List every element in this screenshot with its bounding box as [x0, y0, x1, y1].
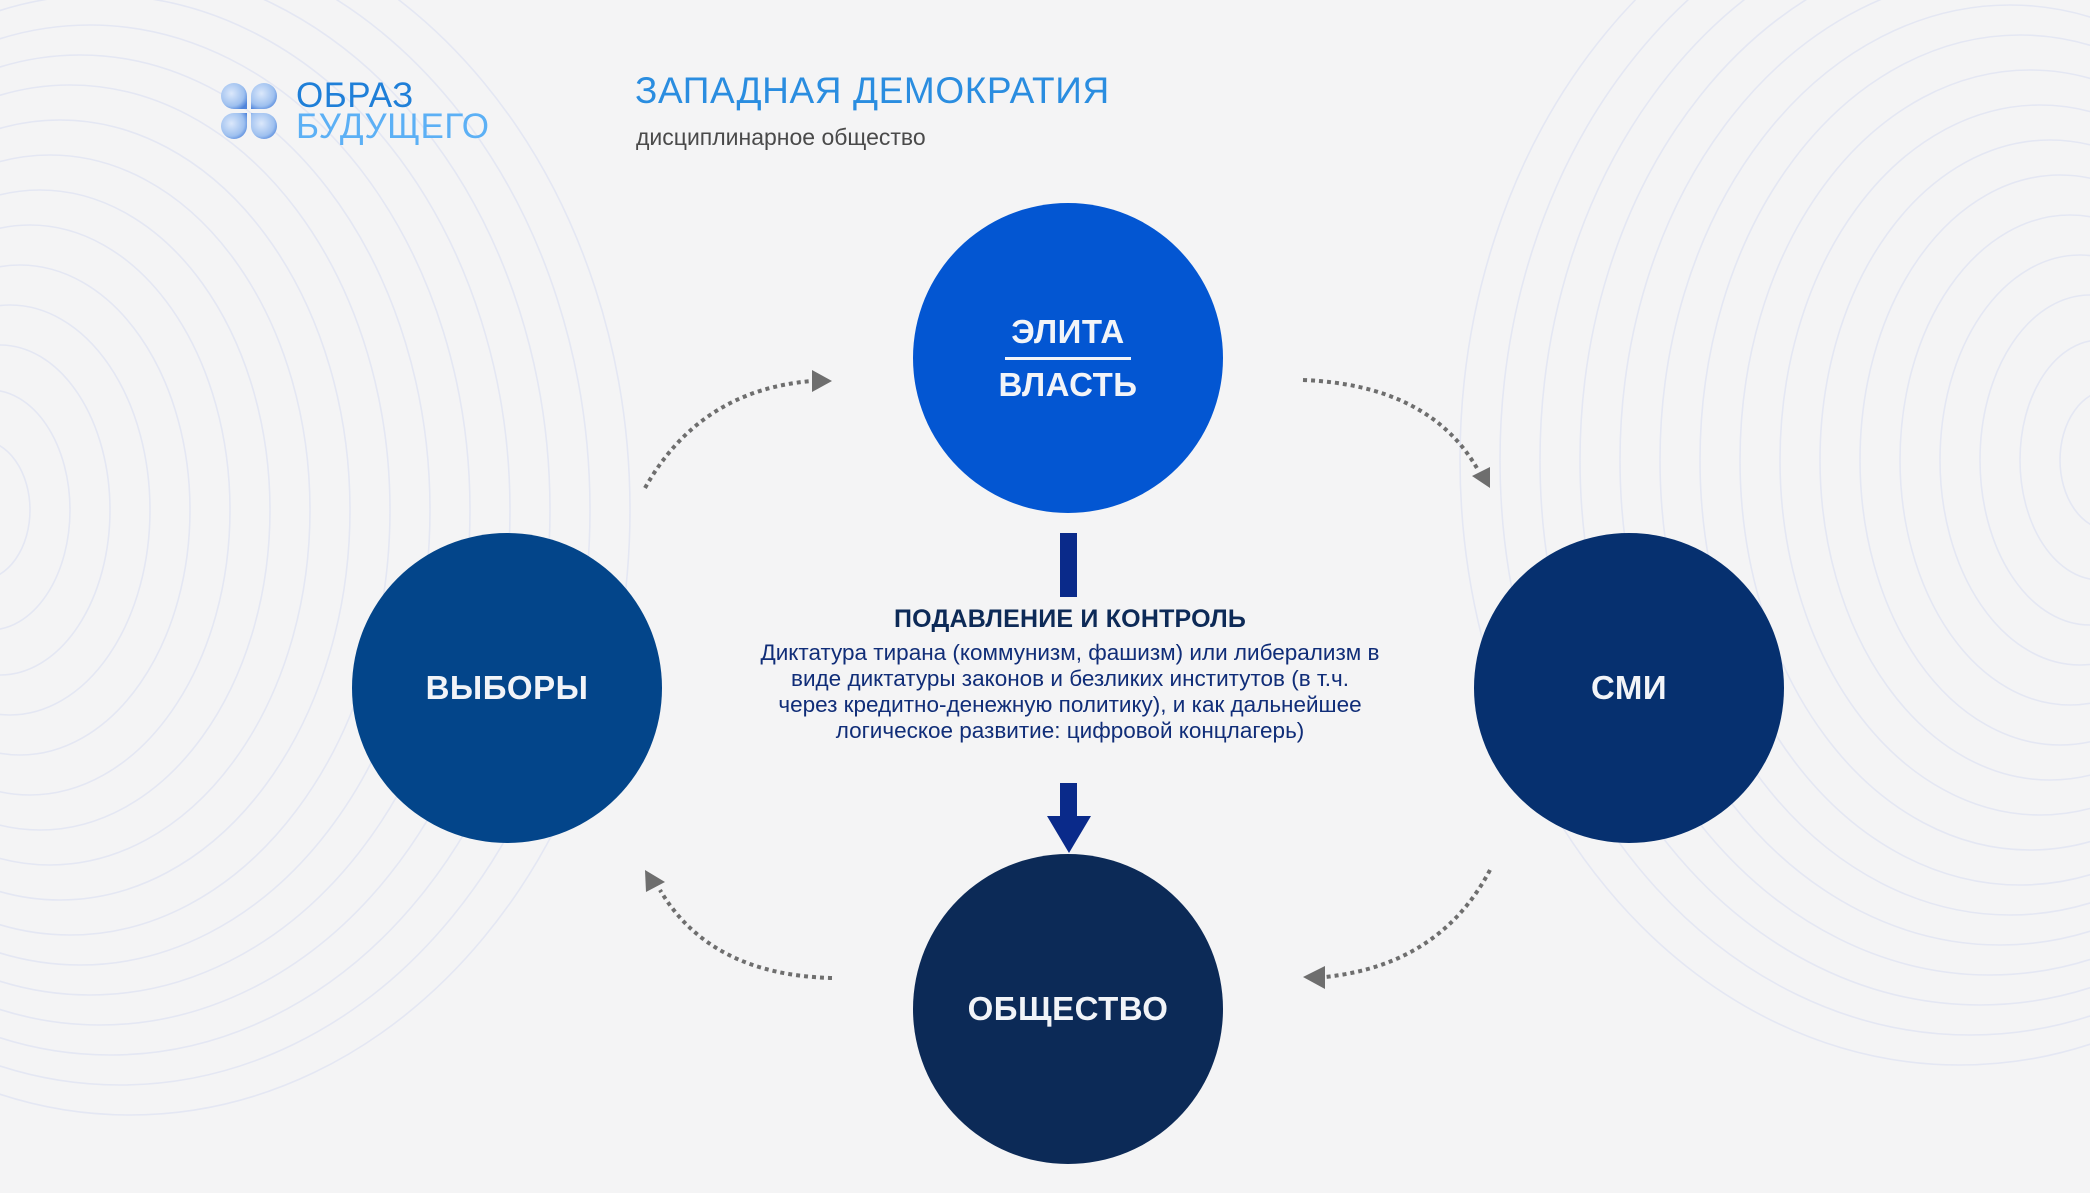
brand-logo: ОБРАЗ БУДУЩЕГО	[214, 76, 490, 146]
control-arrow-shaft-top	[1060, 533, 1077, 597]
node-power-label: ВЛАСТЬ	[998, 365, 1138, 403]
control-description: ПОДАВЛЕНИЕ И КОНТРОЛЬ Диктатура тирана (…	[700, 605, 1440, 744]
arrowhead-society-icon	[1303, 966, 1325, 989]
control-arrow-shaft-bottom	[1060, 783, 1077, 817]
arrowhead-elite-icon	[812, 370, 832, 392]
node-society-label: ОБЩЕСТВО	[967, 990, 1169, 1027]
arrowhead-elections-icon	[645, 870, 665, 892]
arrow-elite-to-media	[1302, 378, 1480, 471]
node-media-label: СМИ	[1590, 669, 1668, 706]
logo-text-line1: ОБРАЗ	[296, 76, 414, 115]
logo-text-line2: БУДУЩЕГО	[296, 107, 490, 146]
arrowhead-media-icon	[1472, 467, 1490, 488]
node-elite-label: ЭЛИТА	[1005, 313, 1131, 360]
node-media: СМИ	[1474, 533, 1784, 843]
control-heading: ПОДАВЛЕНИЕ И КОНТРОЛЬ	[893, 605, 1247, 633]
arrow-elections-to-elite	[643, 379, 813, 489]
arrow-media-to-society	[1324, 869, 1492, 979]
arrow-society-to-elections	[658, 888, 833, 980]
node-society: ОБЩЕСТВО	[913, 854, 1223, 1164]
down-arrow-icon	[1047, 816, 1091, 853]
four-petal-clover-icon	[221, 83, 277, 139]
page-subtitle: дисциплинарное общество	[636, 124, 926, 150]
node-elections: ВЫБОРЫ	[352, 533, 662, 843]
node-elite-power: ЭЛИТА ВЛАСТЬ	[913, 203, 1223, 513]
node-elections-label: ВЫБОРЫ	[425, 669, 589, 706]
control-body-text: Диктатура тирана (коммунизм, фашизм) или…	[760, 640, 1380, 743]
page-title: ЗАПАДНАЯ ДЕМОКРАТИЯ	[635, 70, 1110, 111]
